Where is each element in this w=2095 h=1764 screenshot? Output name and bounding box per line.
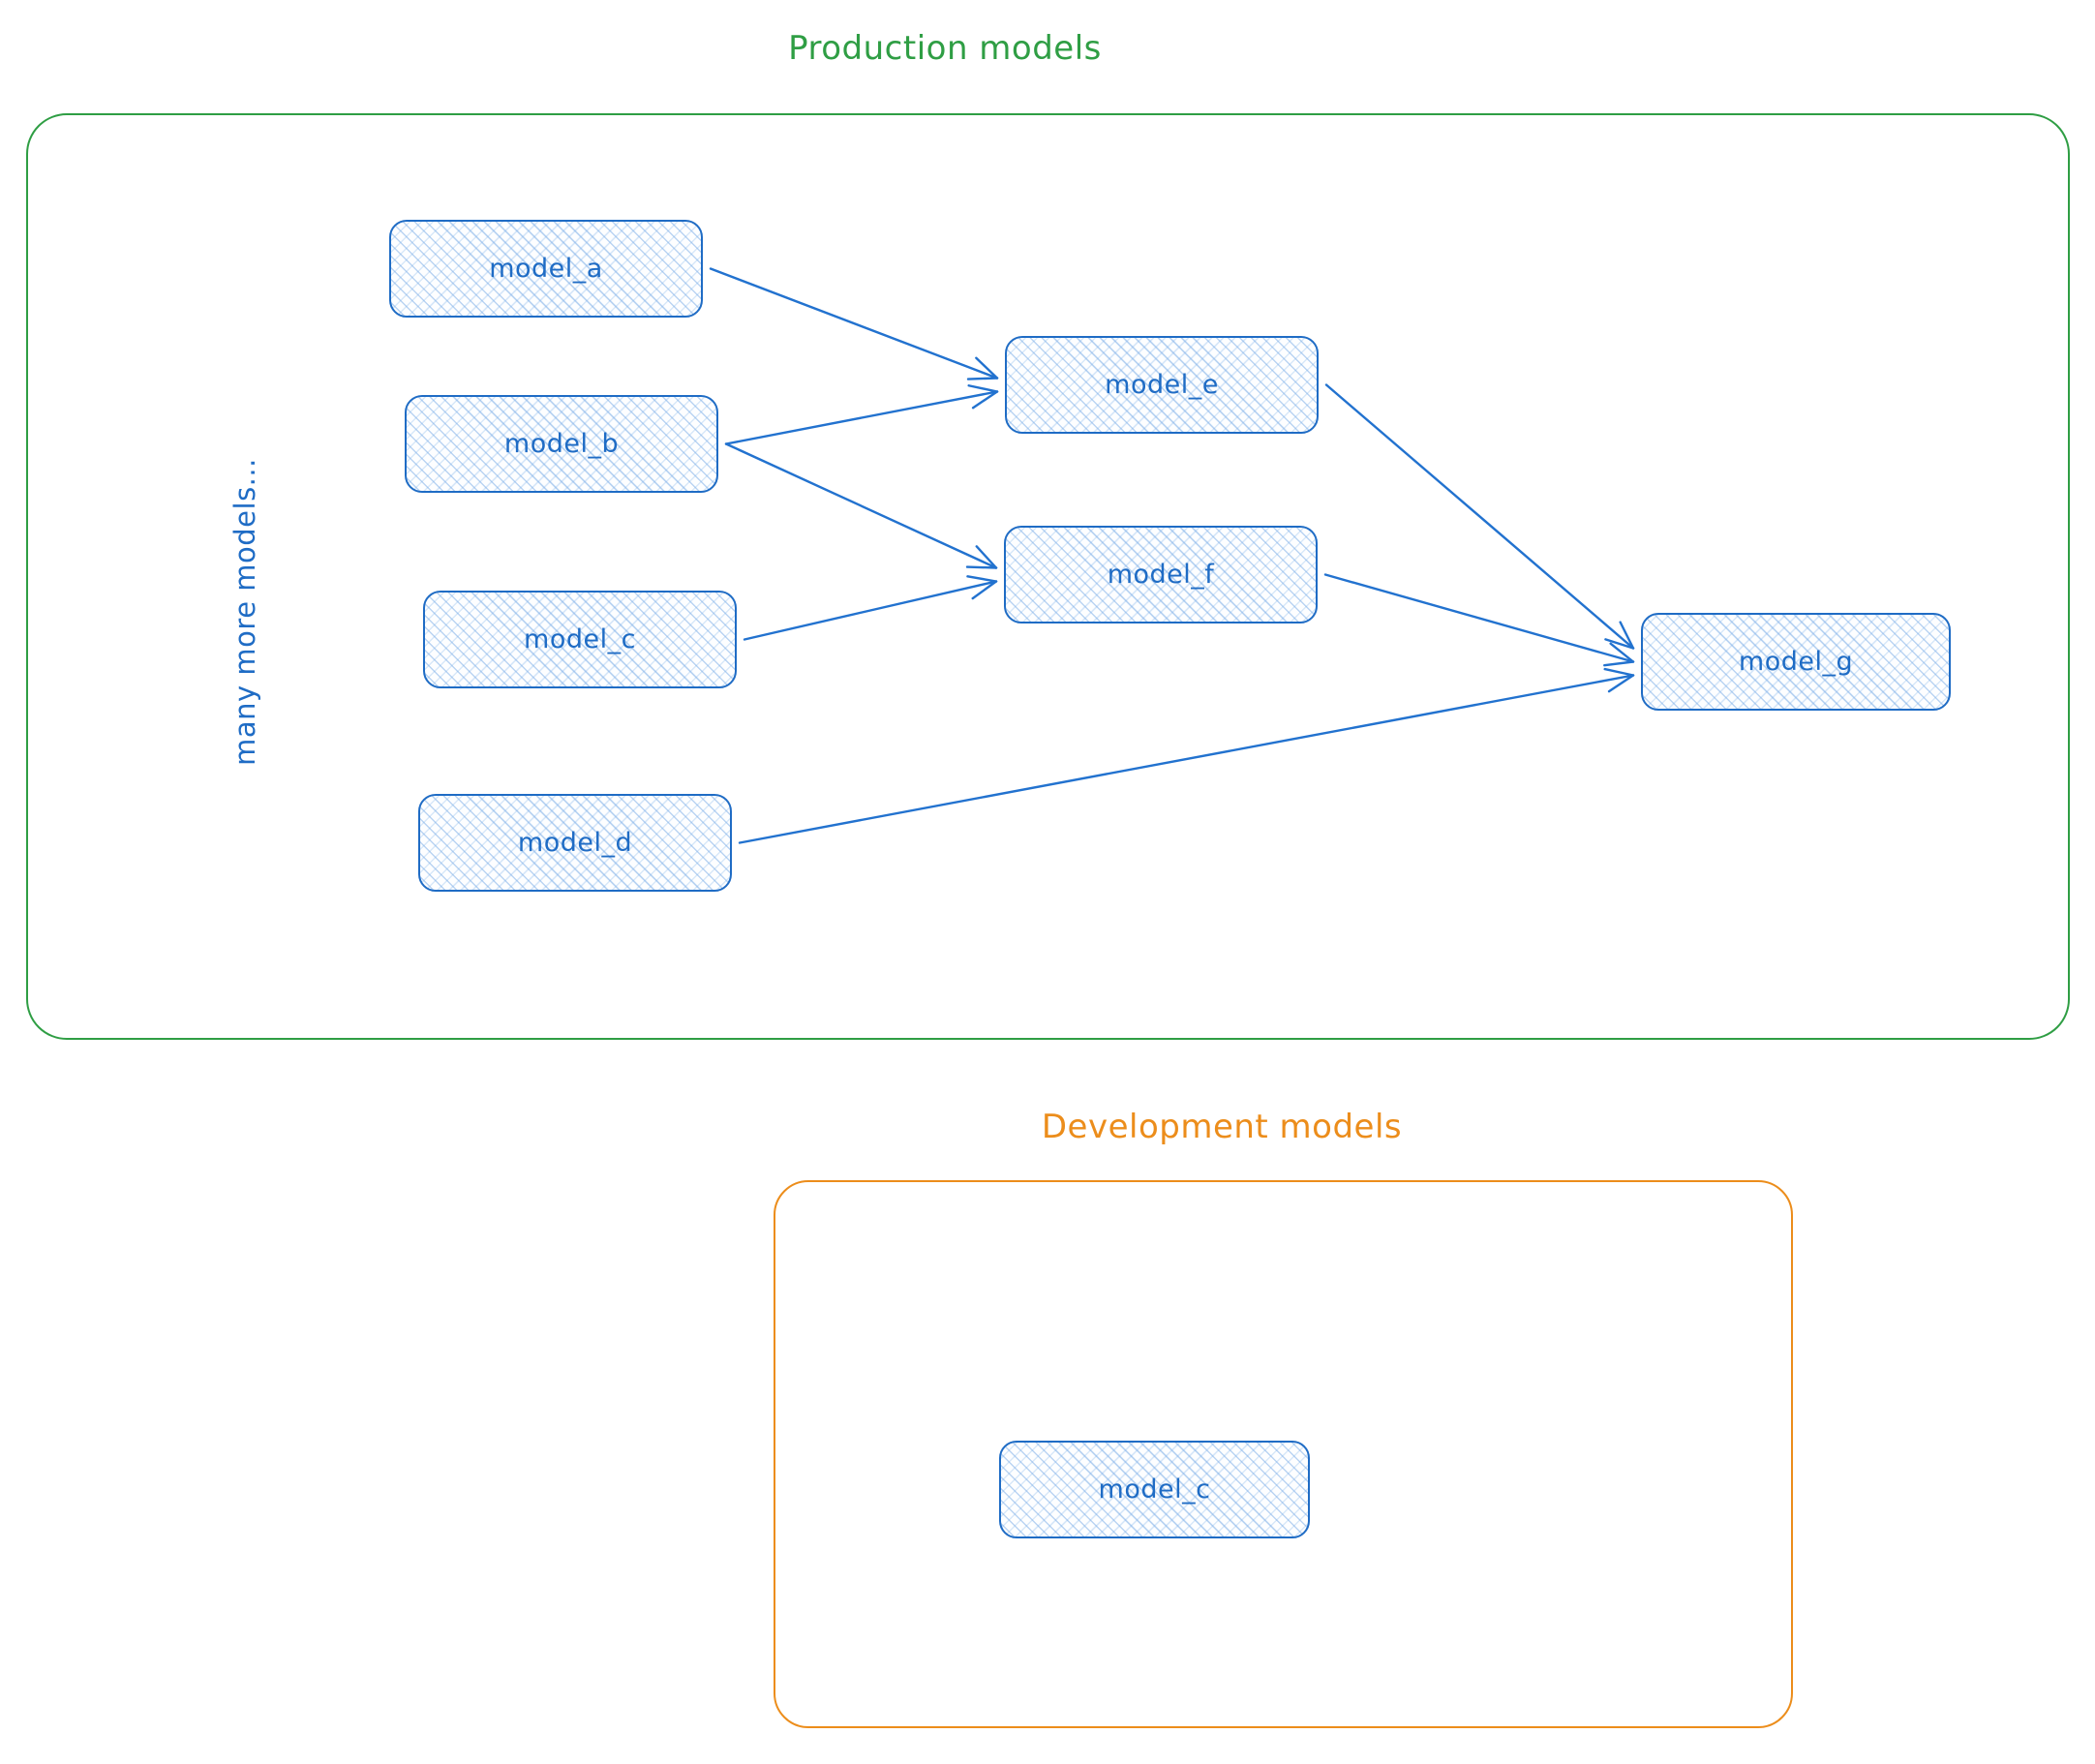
node-model-c[interactable]: model_c bbox=[423, 591, 737, 688]
node-dev-model-c[interactable]: model_c bbox=[999, 1441, 1310, 1538]
many-more-models-note[interactable]: many more models... bbox=[228, 458, 261, 766]
production-frame-title[interactable]: Production models bbox=[788, 29, 1102, 68]
node-model-f[interactable]: model_f bbox=[1004, 526, 1318, 623]
node-model-a-label: model_a bbox=[489, 254, 603, 284]
node-model-b-label: model_b bbox=[503, 429, 620, 459]
node-model-e[interactable]: model_e bbox=[1005, 336, 1319, 434]
node-model-d-label: model_d bbox=[517, 828, 633, 858]
node-model-f-label: model_f bbox=[1107, 560, 1215, 590]
node-model-g-label: model_g bbox=[1738, 647, 1854, 677]
node-model-b[interactable]: model_b bbox=[405, 395, 718, 493]
node-dev-model-c-label: model_c bbox=[1098, 1475, 1211, 1505]
node-model-e-label: model_e bbox=[1105, 370, 1219, 400]
node-model-g[interactable]: model_g bbox=[1641, 613, 1951, 711]
development-frame-title[interactable]: Development models bbox=[1041, 1108, 1403, 1146]
node-model-a[interactable]: model_a bbox=[389, 220, 703, 318]
node-model-d[interactable]: model_d bbox=[418, 794, 732, 892]
node-model-c-label: model_c bbox=[524, 624, 636, 654]
production-frame[interactable] bbox=[26, 113, 2070, 1040]
development-frame[interactable] bbox=[774, 1180, 1793, 1728]
